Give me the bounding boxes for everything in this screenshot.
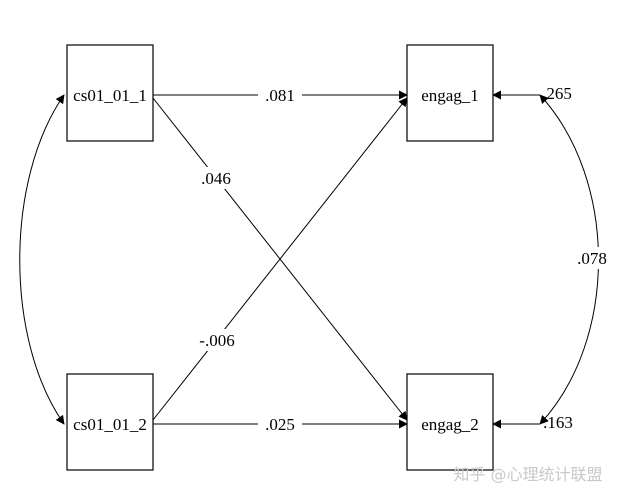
watermark: 知乎 @心理统计联盟 bbox=[453, 465, 602, 484]
coef-cs1-eng1: .081 bbox=[265, 86, 295, 105]
path-cs2-eng1 bbox=[152, 97, 408, 421]
node-label-cs2: cs01_01_2 bbox=[73, 415, 147, 434]
node-box-cs2 bbox=[66, 373, 154, 471]
coef-cs2-eng2: .025 bbox=[265, 415, 295, 434]
node-box-cs1 bbox=[66, 44, 154, 142]
node-label-eng2: engag_2 bbox=[421, 415, 479, 434]
node-label-eng1: engag_1 bbox=[421, 86, 479, 105]
coef-cs1-eng2: .046 bbox=[201, 169, 231, 188]
covariance-value-engag: .078 bbox=[577, 249, 607, 268]
residual-value-eng2: .163 bbox=[543, 413, 573, 432]
node-label-cs1: cs01_01_1 bbox=[73, 86, 147, 105]
covariance-curve-cs bbox=[19, 94, 65, 425]
coef-cs2-eng1: -.006 bbox=[199, 331, 234, 350]
residual-value-eng1: .265 bbox=[542, 84, 572, 103]
